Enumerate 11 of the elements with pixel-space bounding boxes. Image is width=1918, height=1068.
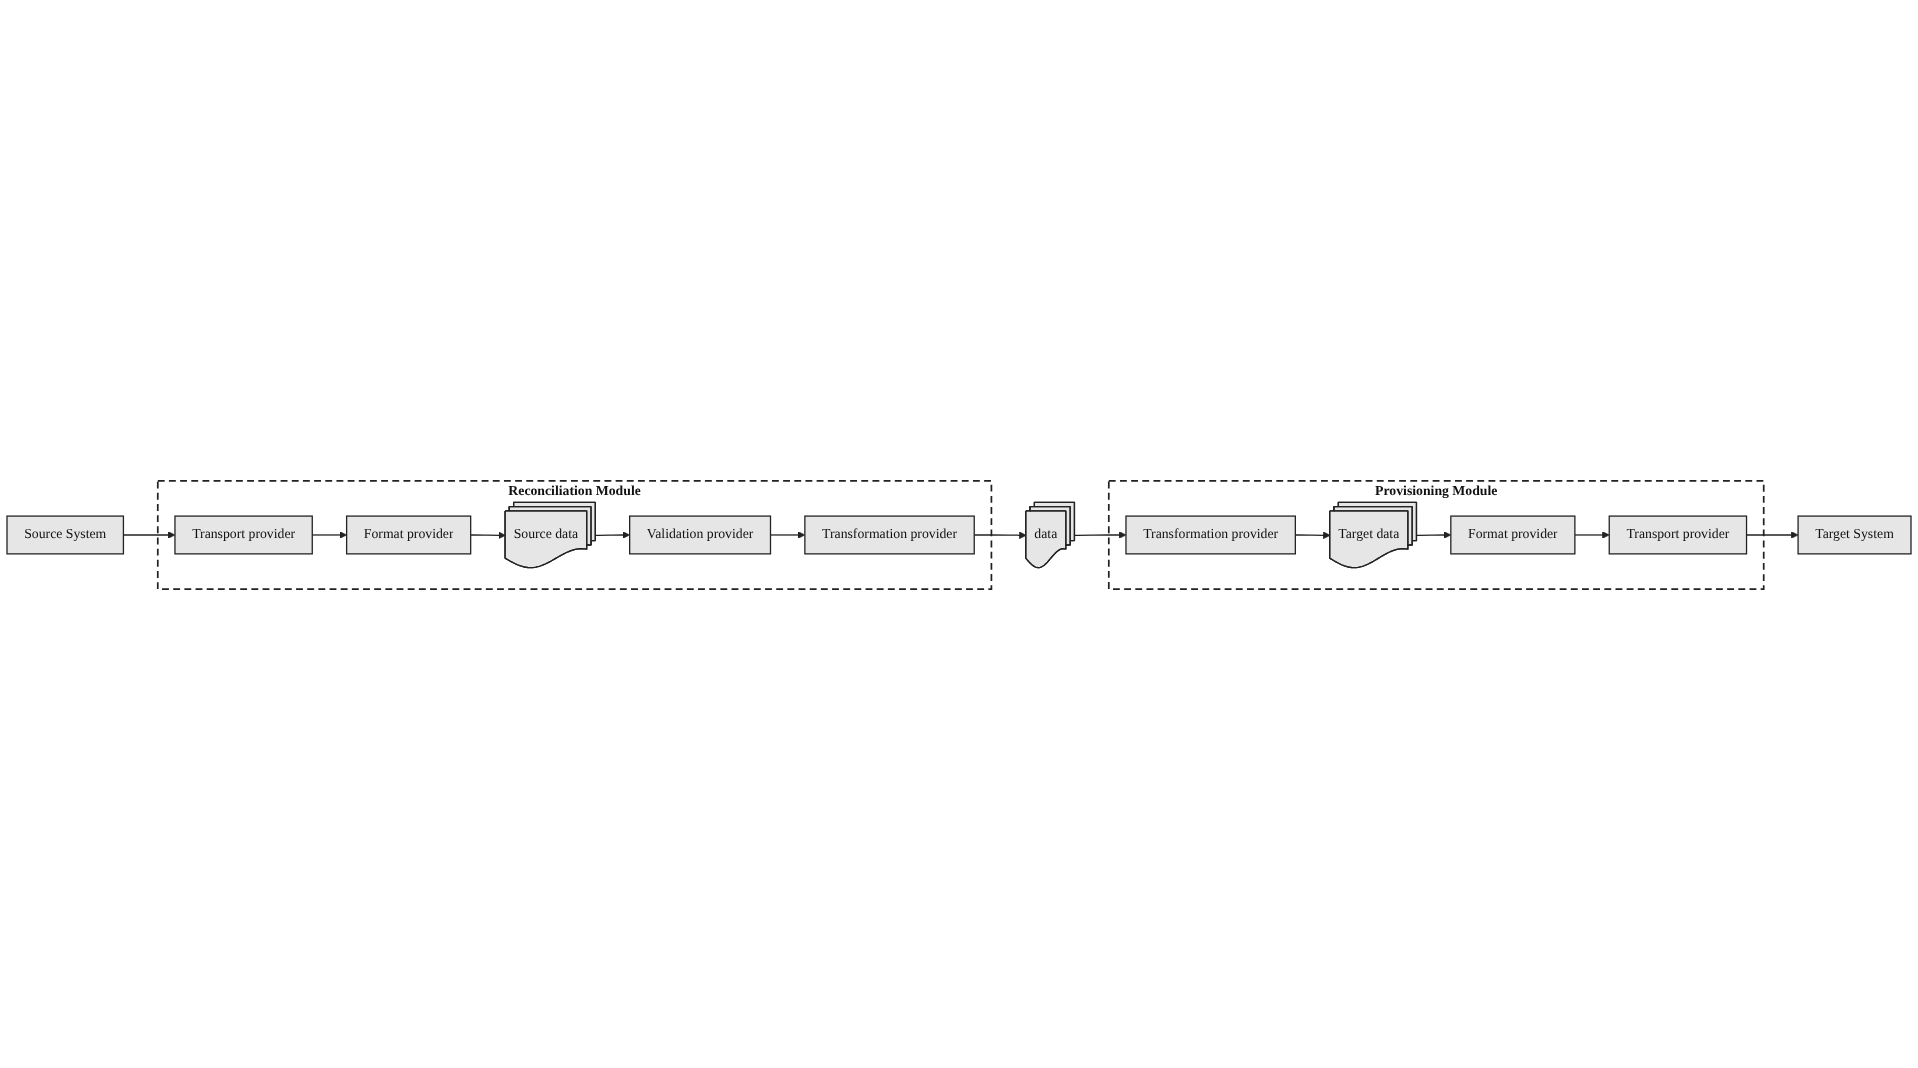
arrow <box>1416 530 1452 538</box>
arrow <box>311 530 347 538</box>
arrow <box>769 530 806 538</box>
arrow <box>122 530 176 538</box>
arrow <box>973 530 1027 538</box>
arrow <box>1574 530 1610 538</box>
arrow <box>1294 530 1331 538</box>
arrow <box>595 530 630 538</box>
arrow <box>1745 530 1799 538</box>
arrow <box>470 530 506 538</box>
arrow <box>1074 530 1127 538</box>
